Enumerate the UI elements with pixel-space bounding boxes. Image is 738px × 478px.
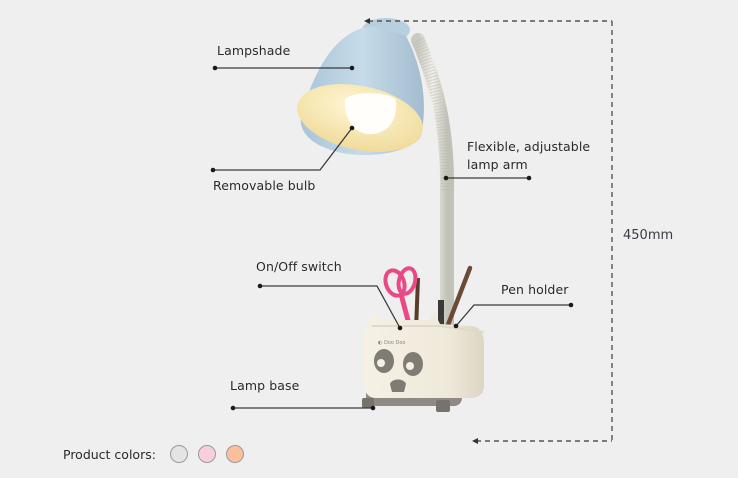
base-foot-r	[436, 400, 450, 412]
callout-lamp-base: Lamp base	[230, 378, 300, 393]
pencil-right	[443, 265, 473, 333]
callout-lamp-arm-line1: Flexible, adjustable	[467, 139, 591, 154]
callout-on-off-switch: On/Off switch	[256, 259, 342, 274]
leader-pen-holder	[455, 304, 571, 327]
nose	[390, 379, 406, 392]
product-colors: Product colors:	[63, 443, 254, 465]
callout-dots	[210, 65, 574, 411]
callout-removable-bulb: Removable bulb	[213, 178, 316, 193]
lamp-arm-ribs	[412, 37, 454, 191]
color-swatch-peach[interactable]	[225, 445, 244, 463]
pen-holder-body	[364, 312, 484, 398]
bulb-shape	[344, 93, 397, 135]
callout-lampshade: Lampshade	[217, 43, 291, 58]
callout-pen-holder: Pen holder	[501, 282, 569, 297]
dimension-arrow-top	[364, 18, 370, 24]
body-top	[372, 325, 485, 333]
leader-switch	[260, 285, 401, 329]
leader-bulb	[213, 127, 353, 171]
color-swatch-grey[interactable]	[169, 445, 188, 463]
height-dimension-label: 450mm	[623, 228, 674, 243]
logo-mark: ◐ Doo Doo	[378, 340, 405, 346]
callout-leaders	[213, 67, 571, 409]
height-dimension	[368, 20, 613, 442]
product-colors-label: Product colors:	[63, 446, 156, 462]
base-foot-l	[362, 398, 374, 408]
callout-lamp-arm-line2: lamp arm	[467, 157, 528, 172]
dimension-arrow-bottom	[472, 438, 478, 444]
scissors-handle-2	[396, 266, 418, 296]
color-swatch-pink[interactable]	[197, 445, 216, 463]
